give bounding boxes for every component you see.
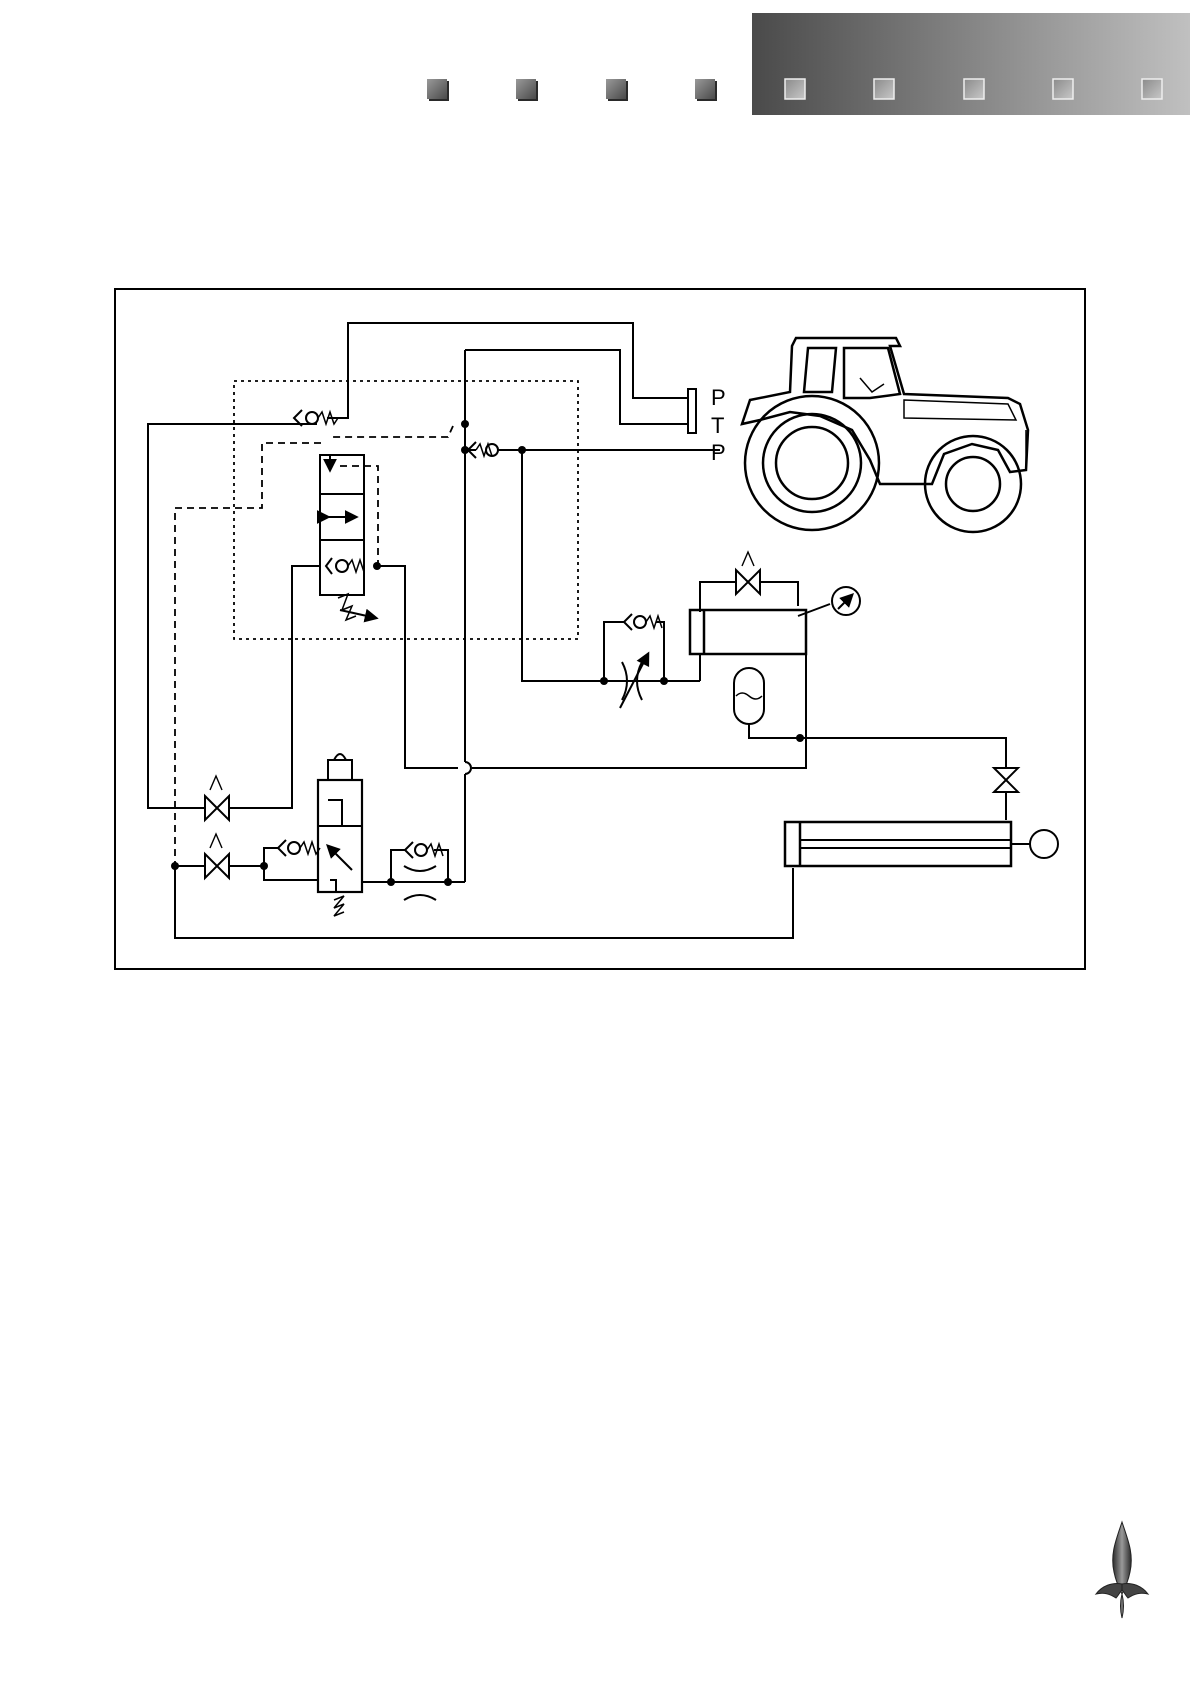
solenoid-valve [318, 754, 391, 916]
hydraulic-schematic: P T P [0, 0, 1190, 1000]
pressure-gauge-icon [832, 587, 860, 615]
port-label-t: T [711, 413, 724, 438]
accumulator-icon [734, 668, 806, 738]
hydraulic-cylinder-icon [785, 822, 1058, 866]
tractor-icon [742, 338, 1028, 532]
check-valve-icon [294, 410, 338, 426]
fleur-de-lis-logo [1090, 1520, 1154, 1620]
check-valve-icon [264, 840, 320, 880]
port-connector [688, 389, 696, 433]
orifice-check-icon [391, 842, 448, 900]
pilot-valve [320, 455, 376, 620]
pilot-lines [175, 426, 453, 866]
shutoff-valve-icon [700, 552, 798, 612]
shutoff-valve-icon [806, 738, 1018, 820]
throttle-valve-icon [560, 614, 700, 708]
main-lines [148, 323, 806, 938]
port-label-p-top: P [711, 385, 726, 410]
port-label-p-bottom: P [711, 440, 726, 465]
shutoff-valve-icon [205, 776, 292, 820]
shutoff-valve-icon [175, 834, 236, 878]
